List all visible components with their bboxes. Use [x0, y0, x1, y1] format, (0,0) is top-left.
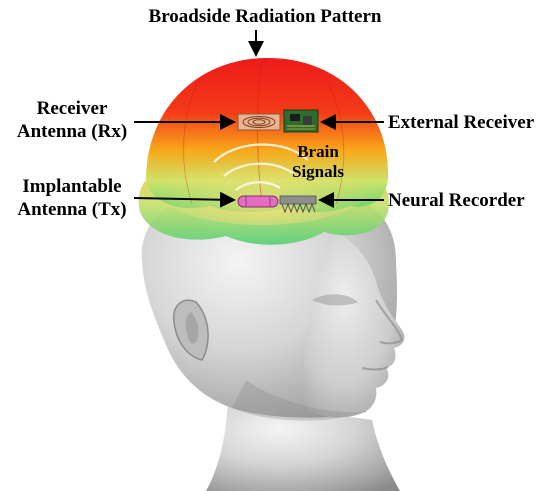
diagram-title: Broadside Radiation Pattern [149, 6, 382, 27]
radiation-glow [152, 145, 372, 225]
implant-antenna-icon [238, 196, 278, 207]
circuit-board-icon [284, 110, 318, 132]
brain-signals-label-line1: Brain [297, 142, 339, 161]
brain-signals-label-line2: Signals [292, 162, 344, 181]
spiral-antenna-icon [238, 114, 280, 130]
radiation-pattern [139, 58, 389, 245]
receiver-label-line1: Receiver [37, 98, 108, 119]
implantable-label-line2: Antenna (Tx) [17, 199, 126, 220]
implantable-label-line1: Implantable [22, 176, 121, 197]
external-receiver-label: External Receiver [388, 112, 535, 133]
neural-recorder-label: Neural Recorder [388, 190, 525, 211]
receiver-label-line2: Antenna (Rx) [17, 121, 127, 142]
